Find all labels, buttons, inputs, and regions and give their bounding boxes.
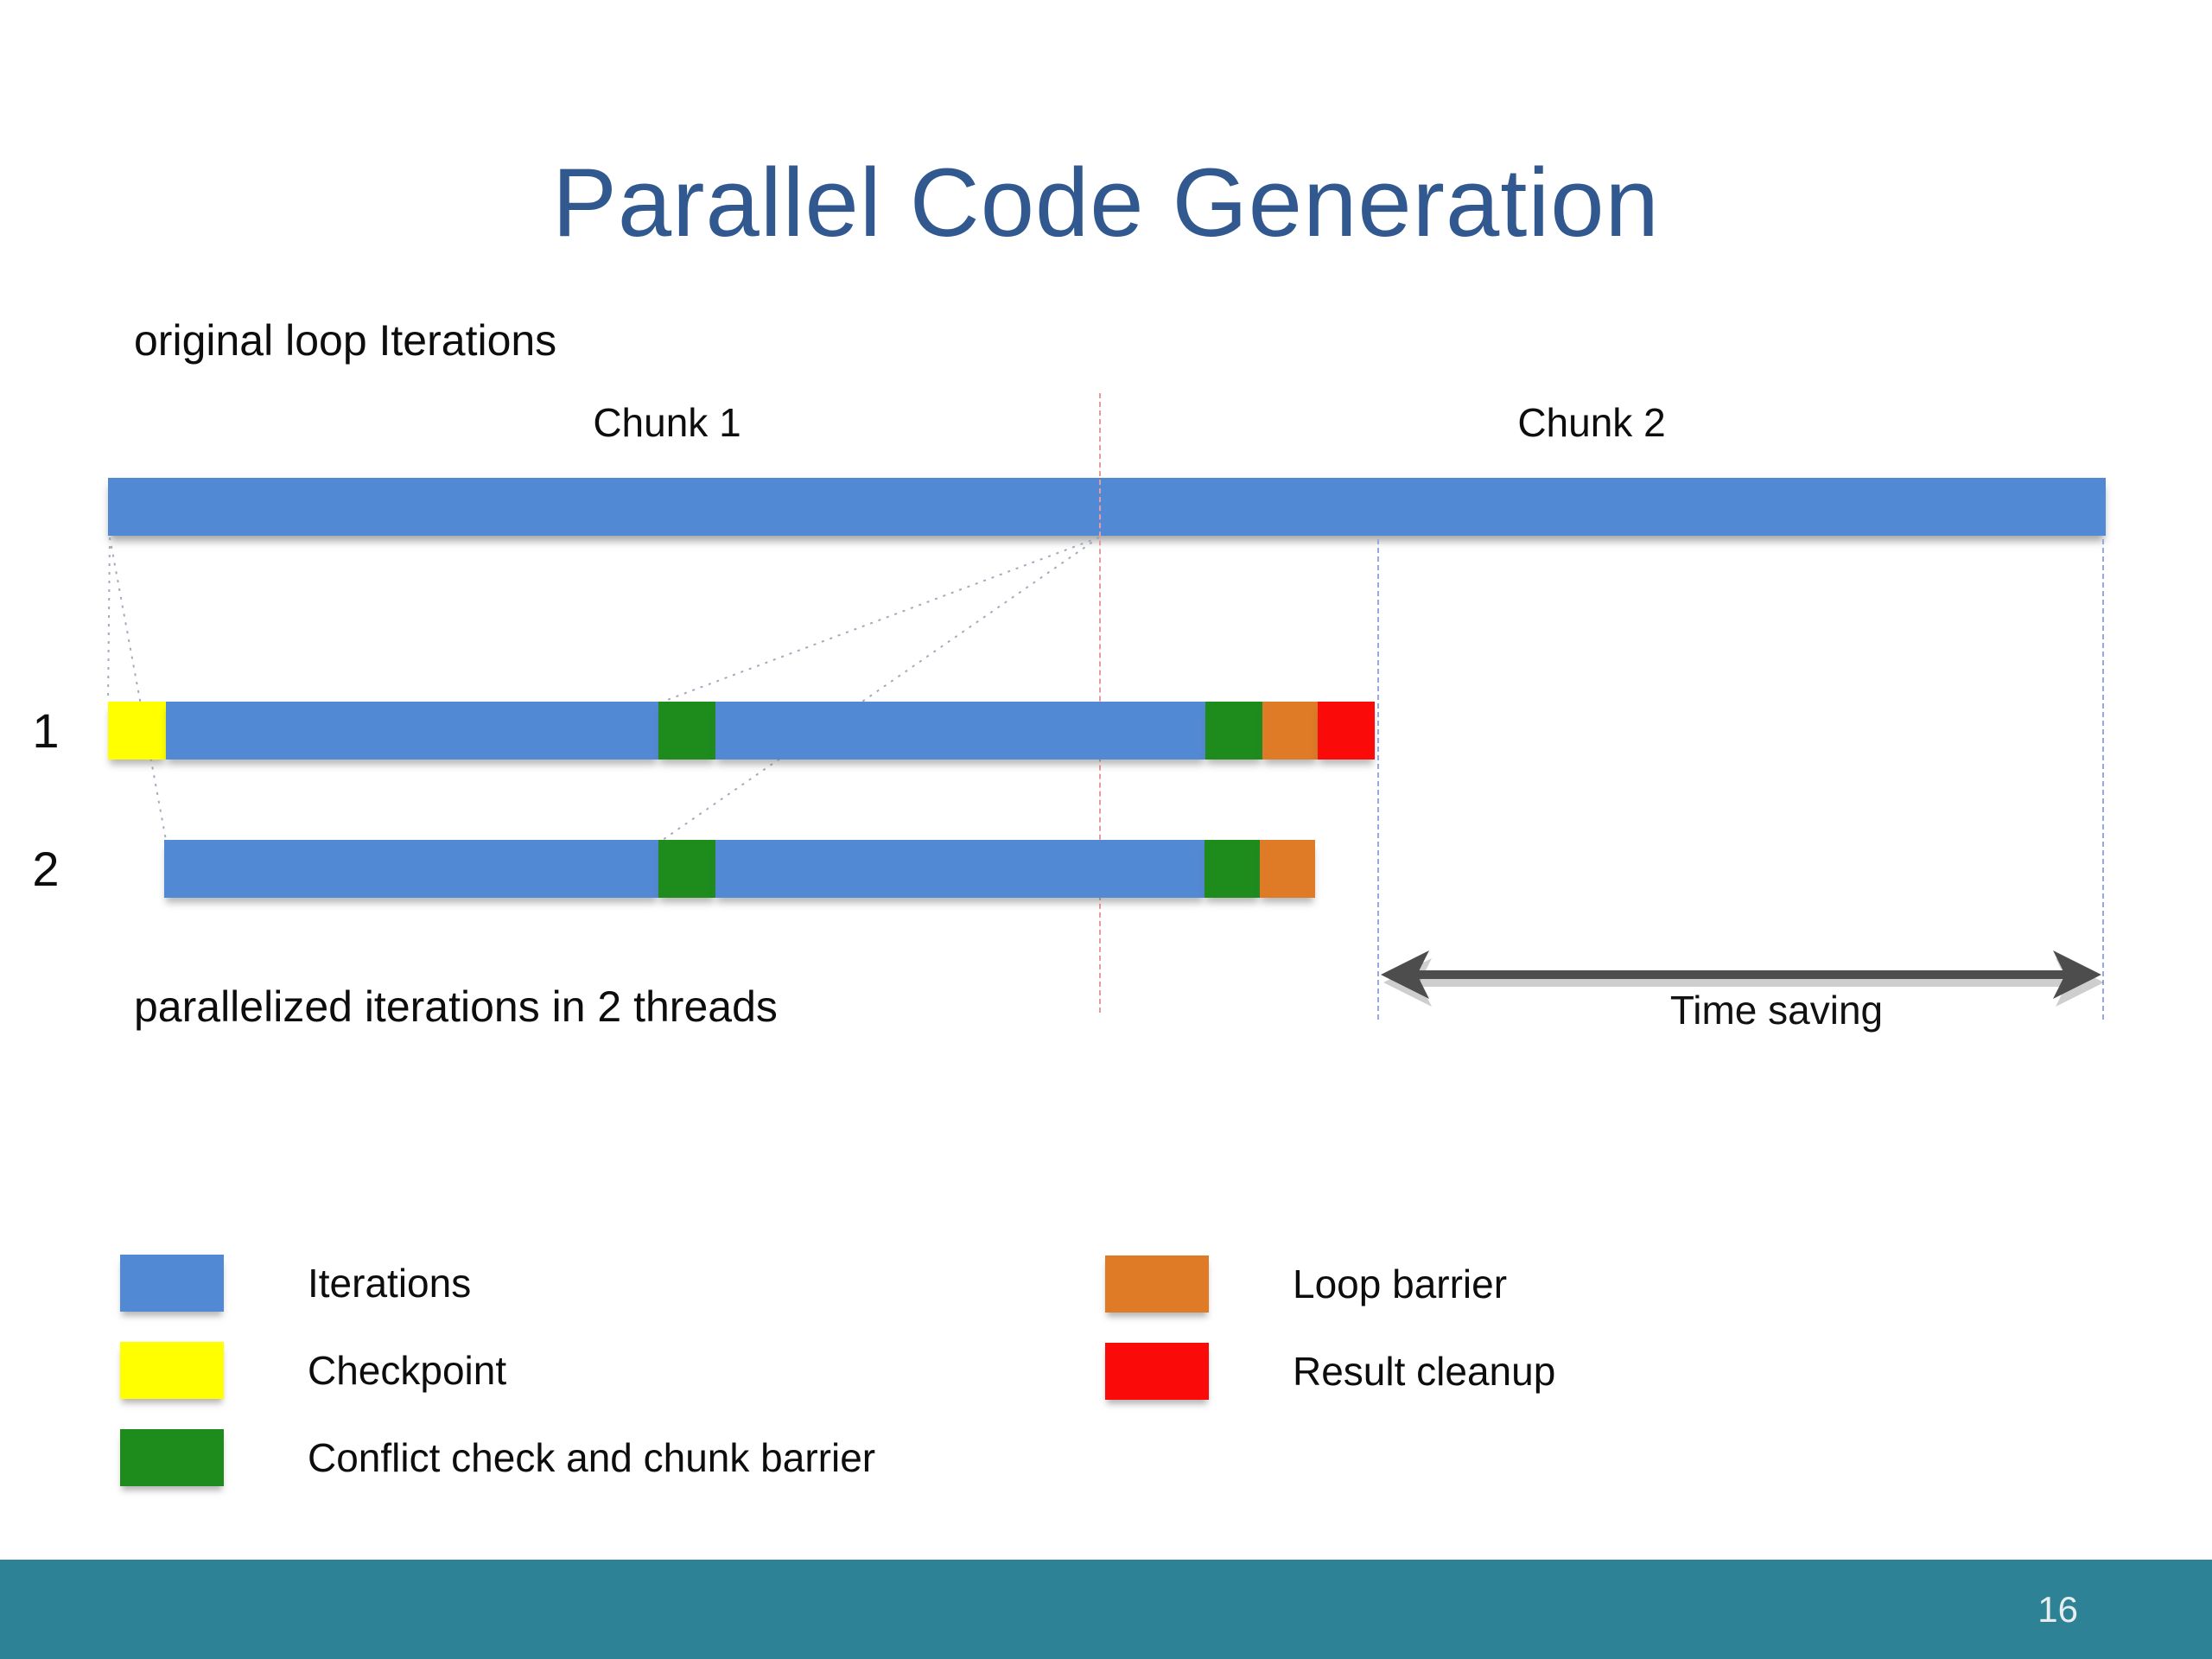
legend-row-result_cleanup: Result cleanup [1105, 1343, 1555, 1400]
legend-swatch-iterations [120, 1255, 224, 1312]
segment-result_cleanup [1318, 702, 1375, 760]
legend-label-iterations: Iterations [308, 1261, 472, 1306]
segment-conflict [1205, 840, 1260, 898]
slide-title: Parallel Code Generation [552, 149, 1660, 257]
time-saving-label: Time saving [1669, 988, 1884, 1033]
chunk1-label: Chunk 1 [593, 400, 741, 445]
footer-bar: 16 [0, 1560, 2212, 1659]
thread2-label: 2 [32, 842, 60, 896]
legend-row-checkpoint: Checkpoint [120, 1342, 875, 1399]
segment-iterations [715, 702, 1205, 760]
segment-iterations [715, 840, 1205, 898]
legend-swatch-loop_barrier [1105, 1255, 1209, 1313]
legend-label-result_cleanup: Result cleanup [1293, 1349, 1556, 1394]
sequential-finish-line [2102, 539, 2104, 1020]
segment-conflict [1205, 702, 1262, 760]
page-number: 16 [2037, 1589, 2078, 1630]
legend-label-conflict: Conflict check and chunk barrier [308, 1435, 876, 1480]
segment-conflict [658, 840, 715, 898]
segment-iterations [166, 702, 658, 760]
parallelized-label: parallelized iterations in 2 threads [134, 982, 778, 1031]
legend-row-iterations: Iterations [120, 1255, 875, 1312]
legend-swatch-checkpoint [120, 1342, 224, 1399]
segment-loop_barrier [1260, 840, 1315, 898]
legend-row-loop_barrier: Loop barrier [1105, 1255, 1555, 1313]
thread1-label: 1 [32, 703, 60, 758]
legend-swatch-result_cleanup [1105, 1343, 1209, 1400]
segment-conflict [658, 702, 715, 760]
chunk2-label: Chunk 2 [1517, 400, 1666, 445]
segment-loop_barrier [1262, 702, 1318, 760]
original-iterations-bar [108, 478, 2106, 536]
projection-dotted-lines [107, 537, 1100, 841]
segment-iterations [164, 840, 658, 898]
segment-checkpoint [108, 702, 166, 760]
original-loop-label: original loop Iterations [134, 316, 557, 365]
legend-label-loop_barrier: Loop barrier [1293, 1262, 1508, 1306]
legend-label-checkpoint: Checkpoint [308, 1348, 507, 1393]
legend-swatch-conflict [120, 1429, 224, 1486]
parallel-finish-line [1377, 539, 1379, 1020]
thread1-bar [0, 702, 2212, 760]
legend-row-conflict: Conflict check and chunk barrier [120, 1429, 875, 1486]
thread2-bar [0, 840, 2212, 898]
